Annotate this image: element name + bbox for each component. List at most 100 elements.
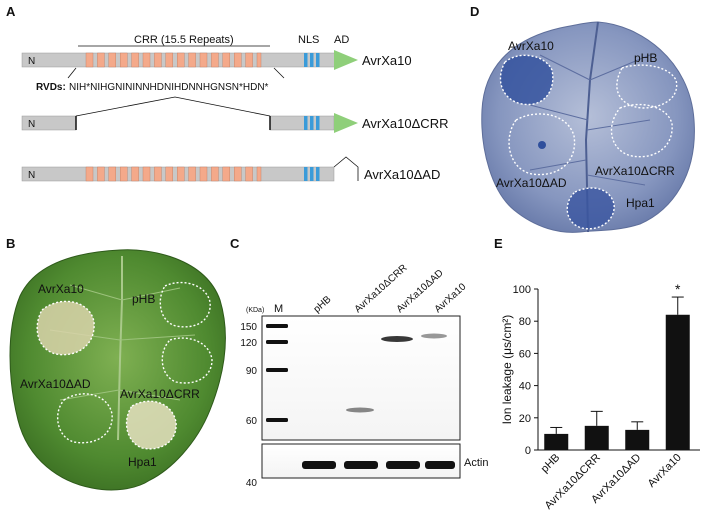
x-tick-label: AvrXa10 — [646, 452, 684, 490]
actin-label: Actin — [464, 457, 488, 469]
repeat-unit — [222, 166, 231, 182]
marker-size-label: 150 — [240, 322, 257, 333]
spot-label: pHB — [132, 292, 155, 306]
repeat-unit — [245, 166, 253, 182]
construct-avrxa10: N AvrXa10 — [21, 50, 412, 70]
panel-b: B AvrXa10 pHB AvrXa10ΔAD AvrXa10ΔCRR Hpa… — [6, 236, 226, 491]
nls-motifs — [304, 116, 320, 130]
spot-label: Hpa1 — [128, 455, 157, 469]
repeat-unit — [142, 166, 151, 182]
repeat-unit — [245, 52, 253, 68]
crr-label: CRR (15.5 Repeats) — [134, 34, 234, 46]
repeat-unit — [222, 52, 231, 68]
n-terminus-label: N — [28, 119, 35, 130]
actin-band — [344, 461, 378, 469]
spot-label: AvrXa10ΔAD — [20, 377, 91, 391]
repeat-unit — [188, 52, 196, 68]
panel-c-label: C — [230, 236, 240, 251]
repeat-unit — [256, 52, 262, 68]
construct-avrxa10-dcrr: N AvrXa10ΔCRR — [21, 96, 448, 133]
ladder-band — [266, 340, 288, 344]
panel-d-label: D — [470, 4, 479, 19]
significance-marker: * — [675, 281, 681, 297]
repeat-unit — [97, 52, 105, 68]
infiltration-outline — [36, 300, 95, 356]
hr-lesion — [500, 55, 553, 105]
spot-label: Hpa1 — [626, 196, 655, 210]
construct-label: AvrXa10ΔAD — [364, 167, 440, 182]
leaf-midrib — [117, 256, 123, 441]
nls-motif — [316, 116, 320, 130]
spot-label: AvrXa10 — [38, 282, 84, 296]
spot-label: AvrXa10ΔCRR — [120, 387, 200, 401]
panel-b-label: B — [6, 236, 15, 251]
hr-lesion — [567, 188, 615, 229]
rvds-label: RVDs: — [36, 82, 66, 93]
nls-label: NLS — [298, 34, 319, 46]
y-tick-label: 100 — [513, 284, 531, 296]
hr-lesion — [37, 301, 95, 355]
repeat-unit — [199, 166, 208, 182]
bar — [665, 314, 690, 450]
band-avrxa10 — [421, 333, 447, 339]
repeat-unit — [131, 166, 139, 182]
panel-e-label: E — [494, 236, 503, 251]
lane-label: pHB — [312, 294, 334, 315]
nls-motif — [310, 53, 314, 67]
nls-motifs — [304, 53, 320, 67]
lane-label: AvrXa10 — [433, 281, 469, 315]
construct-label: AvrXa10ΔCRR — [362, 116, 448, 131]
spot-label: AvrXa10ΔAD — [496, 176, 567, 190]
ad-arrow — [334, 50, 358, 70]
actin-band — [425, 461, 455, 469]
infiltration-outline — [159, 281, 211, 328]
actin-band — [386, 461, 420, 469]
nls-motif — [316, 53, 320, 67]
y-tick-label: 0 — [525, 445, 531, 457]
repeat-unit — [131, 52, 139, 68]
leaf-veins — [529, 54, 651, 186]
y-tick-label: 60 — [519, 348, 531, 360]
repeat-unit — [176, 166, 185, 182]
panel-d: D AvrXa10 pHB AvrXa10ΔAD AvrXa10ΔCRR Hpa… — [470, 4, 695, 233]
marker-size-label: 60 — [246, 416, 258, 427]
construct-avrxa10-dad: N AvrXa10ΔAD — [21, 156, 440, 182]
repeat-unit — [211, 52, 219, 68]
bar — [544, 433, 569, 450]
marker-ladder — [266, 324, 288, 422]
marker-size-label: 40 — [246, 478, 258, 489]
repeat-unit — [211, 166, 219, 182]
repeat-unit — [176, 52, 185, 68]
repeat-unit — [165, 52, 174, 68]
nls-motif — [304, 53, 308, 67]
repeat-unit — [188, 166, 196, 182]
leaf-midrib — [584, 21, 599, 233]
marker-labels: 150 120 90 60 40 — [240, 322, 257, 489]
nls-motif — [310, 116, 314, 130]
ad-arrow — [334, 113, 358, 133]
repeat-unit — [154, 52, 162, 68]
y-tick-label: 20 — [519, 413, 531, 425]
repeat-unit — [233, 52, 242, 68]
rvds-sequence: NIH*NIHGNININNHDNIHDNNHGNSN*HDN* — [69, 82, 269, 93]
marker-size-label: 120 — [240, 338, 257, 349]
nls-motifs — [304, 167, 320, 181]
spot-label: AvrXa10 — [508, 39, 554, 53]
nls-motif — [310, 167, 314, 181]
rvd-pointer-right — [273, 67, 285, 79]
infiltration-outline — [161, 337, 213, 384]
repeat-unit — [108, 166, 117, 182]
infiltration-outline — [610, 103, 673, 158]
n-terminus-label: N — [28, 170, 35, 181]
repeat-unit — [119, 52, 128, 68]
marker-size-label: 90 — [246, 366, 258, 377]
ladder-band — [266, 324, 288, 328]
ladder-band — [266, 418, 288, 422]
repeat-unit — [97, 166, 105, 182]
nls-motif — [304, 167, 308, 181]
crr-repeats — [85, 52, 262, 68]
